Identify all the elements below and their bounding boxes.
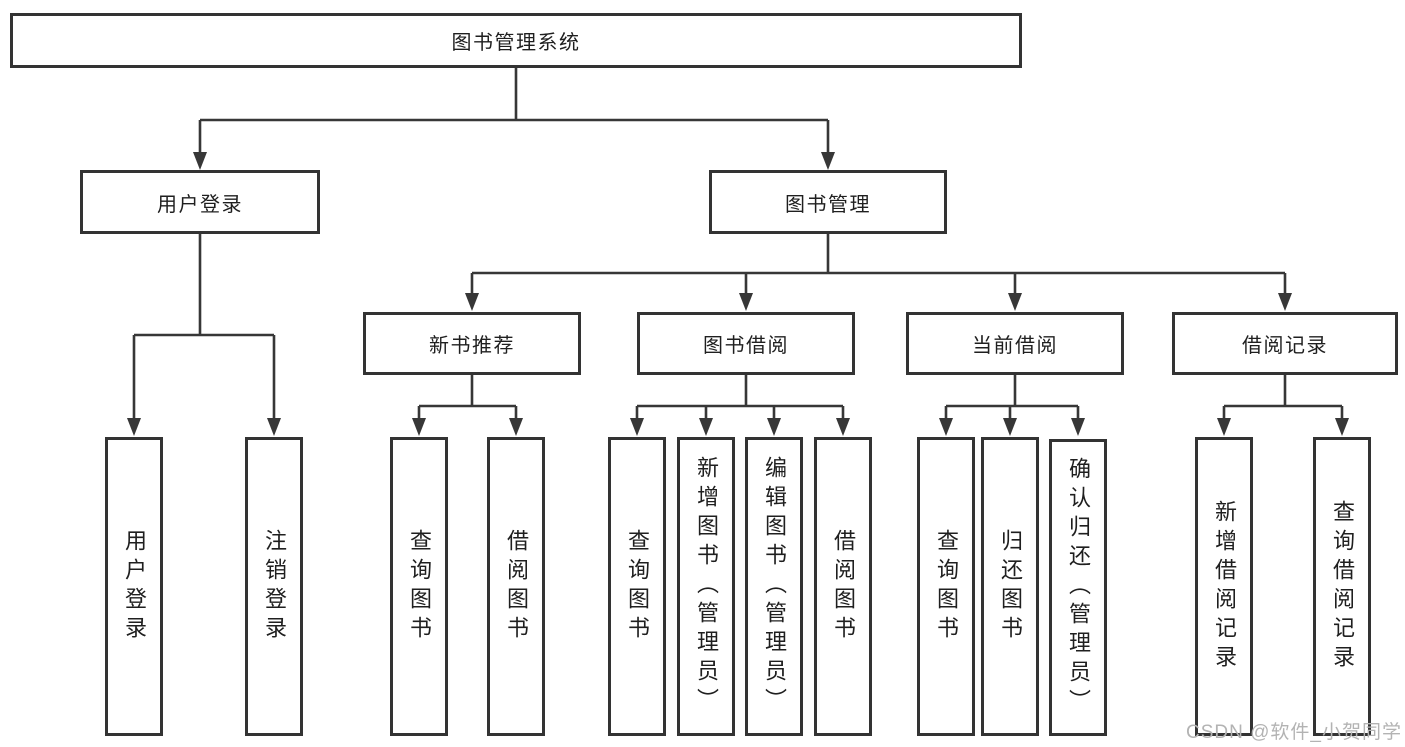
arrowhead-icon <box>1071 418 1085 436</box>
arrowhead-icon <box>1335 418 1349 436</box>
leaf-confirm-return-admin: 确认归还（管理员） <box>1049 439 1107 736</box>
arrowhead-icon <box>465 293 479 311</box>
node-label: 用户登录 <box>122 528 147 645</box>
node-label: 归还图书 <box>998 528 1023 645</box>
node-label: 用户登录 <box>157 193 243 216</box>
node-label: 图书借阅 <box>703 335 789 357</box>
connector-path <box>132 68 1344 419</box>
leaf-query-borrow-record: 查询借阅记录 <box>1313 437 1371 736</box>
node-borrowing-records: 借阅记录 <box>1172 312 1398 375</box>
arrowhead-icon <box>267 418 281 436</box>
node-label: 借阅图书 <box>831 528 856 645</box>
leaf-add-book-admin: 新增图书（管理员） <box>677 437 735 736</box>
node-library-management-system: 图书管理系统 <box>10 13 1022 68</box>
arrowhead-icon <box>412 418 426 436</box>
node-label: 新增图书（管理员） <box>694 456 719 717</box>
node-label: 当前借阅 <box>972 335 1058 357</box>
arrowhead-icon <box>821 152 835 170</box>
leaf-query-books-recommend: 查询图书 <box>390 437 448 736</box>
arrowhead-icon <box>1003 418 1017 436</box>
node-label: 新增借阅记录 <box>1212 499 1237 674</box>
node-label: 查询借阅记录 <box>1330 499 1355 674</box>
arrowhead-icon <box>193 152 207 170</box>
leaf-borrow-books-borrowing: 借阅图书 <box>814 437 872 736</box>
arrowhead-icon <box>939 418 953 436</box>
node-label: 注销登录 <box>262 528 287 645</box>
leaf-query-books-current: 查询图书 <box>917 437 975 736</box>
leaf-logout: 注销登录 <box>245 437 303 736</box>
csdn-watermark: CSDN @软件_小贺同学 <box>1186 722 1402 743</box>
node-label: 编辑图书（管理员） <box>762 456 787 717</box>
node-label: 新书推荐 <box>429 335 515 357</box>
leaf-borrow-books-recommend: 借阅图书 <box>487 437 545 736</box>
arrowhead-icon <box>630 418 644 436</box>
leaf-add-borrow-record: 新增借阅记录 <box>1195 437 1253 736</box>
arrowhead-icon <box>767 418 781 436</box>
arrowhead-icon <box>836 418 850 436</box>
node-label: 查询图书 <box>934 528 959 645</box>
arrowhead-icon <box>699 418 713 436</box>
node-label: 确认归还（管理员） <box>1066 457 1091 718</box>
arrowhead-icon <box>739 293 753 311</box>
arrowheads <box>127 152 1349 436</box>
arrowhead-icon <box>1278 293 1292 311</box>
node-label: 借阅记录 <box>1242 335 1328 357</box>
arrowhead-icon <box>509 418 523 436</box>
leaf-return-book: 归还图书 <box>981 437 1039 736</box>
node-label: 查询图书 <box>625 528 650 645</box>
node-label: 借阅图书 <box>504 528 529 645</box>
node-label: 查询图书 <box>407 528 432 645</box>
leaf-query-books-borrowing: 查询图书 <box>608 437 666 736</box>
node-user-login: 用户登录 <box>80 170 320 234</box>
leaf-edit-book-admin: 编辑图书（管理员） <box>745 437 803 736</box>
leaf-user-login: 用户登录 <box>105 437 163 736</box>
arrowhead-icon <box>1217 418 1231 436</box>
node-new-book-recommendation: 新书推荐 <box>363 312 581 375</box>
node-current-borrowing: 当前借阅 <box>906 312 1124 375</box>
node-label: 图书管理 <box>785 193 871 216</box>
arrowhead-icon <box>1008 293 1022 311</box>
node-book-borrowing: 图书借阅 <box>637 312 855 375</box>
node-label: 图书管理系统 <box>451 32 581 54</box>
node-book-management: 图书管理 <box>709 170 947 234</box>
arrowhead-icon <box>127 418 141 436</box>
